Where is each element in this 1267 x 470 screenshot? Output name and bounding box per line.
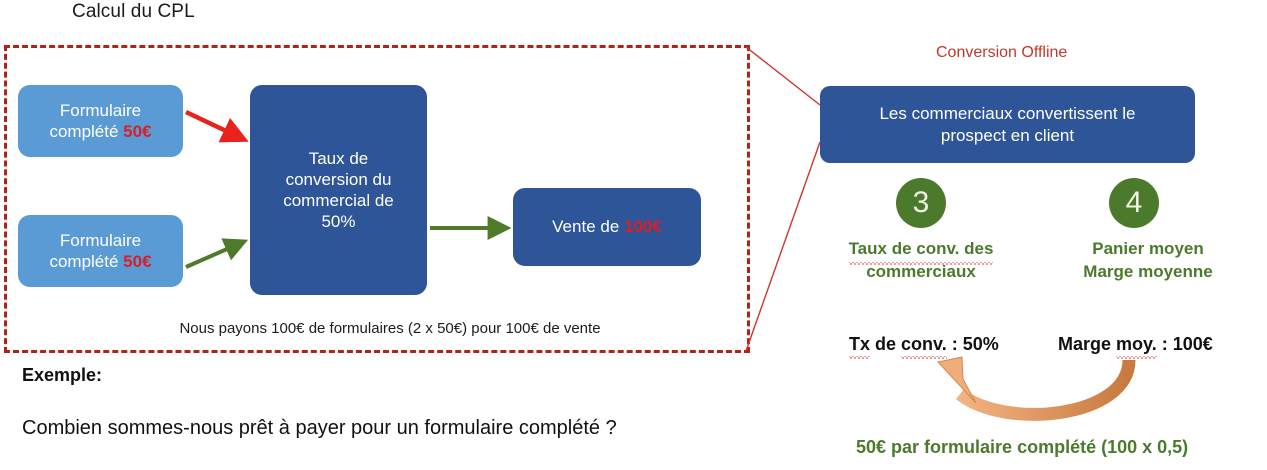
metric-left-mid: de [870,334,902,354]
form-box-1-line2: complété [49,122,124,141]
metric-right-word2: moy. [1116,334,1157,359]
step-4-label-line2: Marge moyenne [1083,261,1213,281]
conclusion-text: 50€ par formulaire complété (100 x 0,5) [856,437,1189,457]
step-circle-3: 3 [896,178,946,228]
metric-left-word2: conv. [901,334,947,359]
vente-box-label: Vente de [552,217,624,237]
commercial-box-line1: Les commerciaux convertissent le [879,104,1136,124]
form-box-2-amount: 50€ [123,252,152,271]
page-title: Calcul du CPL [72,1,195,22]
dashed-box-caption: Nous payons 100€ de formulaires (2 x 50€… [179,320,601,337]
callout-connector-lines [745,46,821,352]
metric-right-word1: Marge [1058,334,1117,354]
metric-right-tail: : 100€ [1156,334,1213,354]
sale-box: Vente de 100€ [513,188,701,266]
sales-convert-box: Les commerciaux convertissent le prospec… [820,86,1195,163]
step-4-label-line1: Panier moyen [1092,239,1204,258]
form-box-2-line2: complété [49,252,124,271]
taux-box-line4: 50% [321,212,356,232]
metric-left-word1: Tx [849,334,871,359]
form-box-1-amount: 50€ [123,122,152,141]
metric-conversion-rate: Tx de conv. : 50% [849,334,999,359]
taux-box-line1: Taux de [308,148,369,168]
metric-left-tail: : 50% [946,334,999,354]
form-box-1-line1: Formulaire [59,100,142,120]
step-3-label: Taux de conv. des commerciaux [831,238,1011,284]
vente-box-amount: 100€ [624,217,662,237]
taux-box-line3: commercial de [283,191,394,210]
step-4-label: Panier moyen Marge moyenne [1059,238,1237,284]
form-completed-box-2: Formulaire complété 50€ [18,215,183,287]
example-question: Combien sommes-nous prêt à payer pour un… [22,417,617,439]
curved-orange-arrow [937,356,1136,421]
conversion-rate-box: Taux de conversion du commercial de 50% [250,85,427,295]
conversion-offline-label: Conversion Offline [936,44,1068,61]
step-3-label-line1: Taux de conv. des [848,238,993,265]
taux-box-line2: conversion du [285,169,392,189]
example-label: Exemple: [22,365,103,385]
commercial-box-line2: prospect en client [940,125,1075,145]
form-completed-box-1: Formulaire complété 50€ [18,85,183,157]
form-box-2-line1: Formulaire [59,230,142,250]
step-circle-4: 4 [1109,178,1159,228]
metric-average-margin: Marge moy. : 100€ [1058,334,1213,359]
step-3-label-line2: commerciaux [866,261,976,281]
